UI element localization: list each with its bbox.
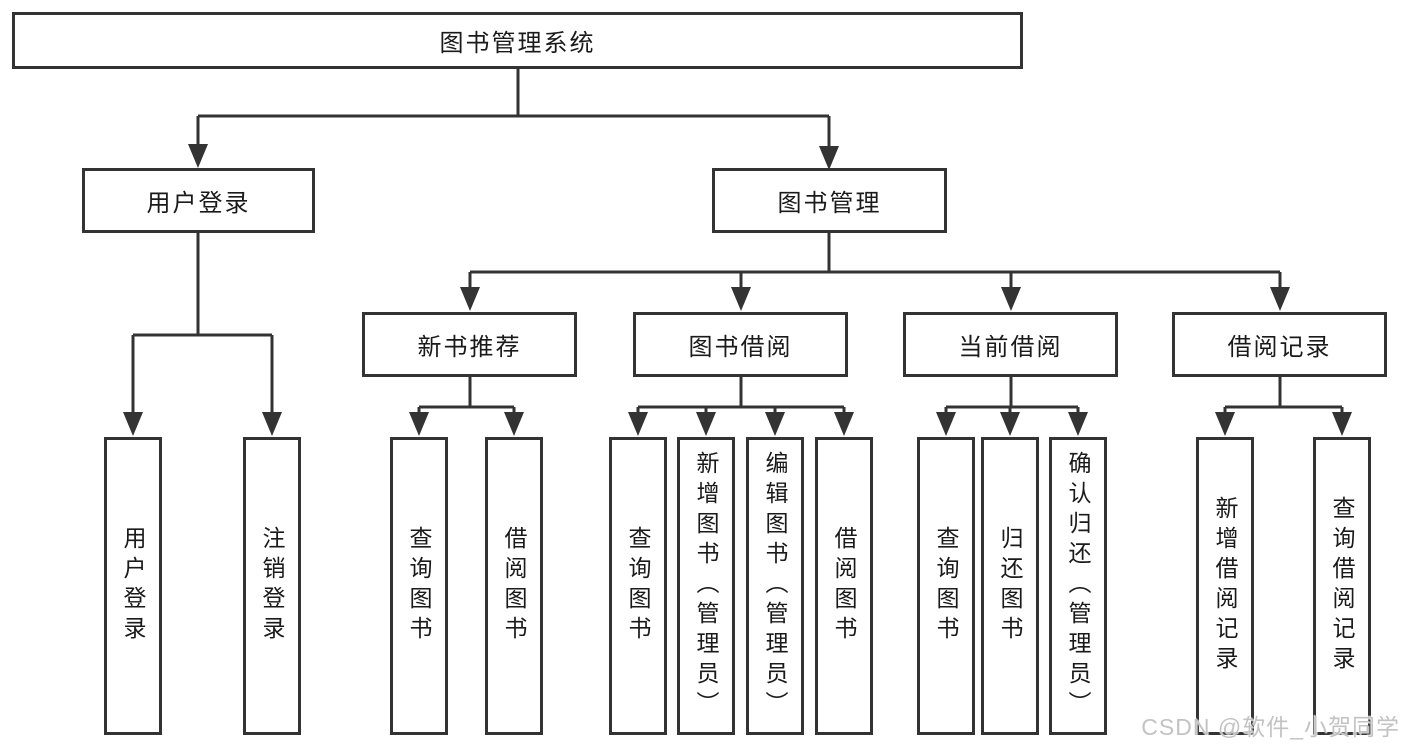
watermark: CSDN @软件_小贺同学 xyxy=(1141,714,1400,740)
leaf-query-books-under-current: 查询图书 xyxy=(917,437,975,735)
leaf-query-borrow-record-label: 查询借阅记录 xyxy=(1329,496,1355,676)
leaf-borrow-books-under-recommend-label: 借阅图书 xyxy=(501,526,527,646)
node-borrow-record-label: 借阅记录 xyxy=(1227,334,1332,361)
leaf-query-books-under-recommend-label: 查询图书 xyxy=(406,526,432,646)
leaf-logout: 注销登录 xyxy=(243,437,301,735)
node-current-borrow: 当前借阅 xyxy=(903,312,1118,377)
node-book-borrow: 图书借阅 xyxy=(633,312,848,377)
leaf-edit-books-admin: 编辑图书（管理员） xyxy=(746,437,804,735)
leaf-query-books-under-borrow: 查询图书 xyxy=(609,437,667,735)
arrowhead-path xyxy=(123,144,1352,436)
node-user-login: 用户登录 xyxy=(82,168,315,233)
leaf-add-books-admin-label: 新增图书（管理员） xyxy=(693,451,719,721)
node-user-login-label: 用户登录 xyxy=(146,190,251,217)
node-new-book-recommend: 新书推荐 xyxy=(362,312,577,377)
leaf-confirm-return-admin: 确认归还（管理员） xyxy=(1049,437,1107,735)
leaf-query-books-under-recommend: 查询图书 xyxy=(390,437,448,735)
leaf-return-books-label: 归还图书 xyxy=(997,526,1023,646)
leaf-user-login: 用户登录 xyxy=(104,437,162,735)
leaf-query-borrow-record: 查询借阅记录 xyxy=(1313,437,1371,735)
node-book-borrow-label: 图书借阅 xyxy=(688,334,793,361)
node-book-management-label: 图书管理 xyxy=(777,190,882,217)
leaf-return-books: 归还图书 xyxy=(981,437,1039,735)
leaf-add-borrow-record: 新增借阅记录 xyxy=(1196,437,1254,735)
node-borrow-record: 借阅记录 xyxy=(1172,312,1387,377)
leaf-query-books-under-current-label: 查询图书 xyxy=(933,526,959,646)
node-current-borrow-label: 当前借阅 xyxy=(958,334,1063,361)
leaf-add-books-admin: 新增图书（管理员） xyxy=(677,437,735,735)
connector-line-path xyxy=(131,68,1344,414)
leaf-borrow-books-under-recommend: 借阅图书 xyxy=(485,437,543,735)
node-book-management: 图书管理 xyxy=(712,168,947,233)
leaf-borrow-books-under-borrow-label: 借阅图书 xyxy=(831,526,857,646)
leaf-edit-books-admin-label: 编辑图书（管理员） xyxy=(762,451,788,721)
leaf-logout-label: 注销登录 xyxy=(259,526,285,646)
node-root-label: 图书管理系统 xyxy=(439,30,596,57)
leaf-user-login-label: 用户登录 xyxy=(120,526,146,646)
node-new-book-recommend-label: 新书推荐 xyxy=(417,334,522,361)
leaf-borrow-books-under-borrow: 借阅图书 xyxy=(815,437,873,735)
leaf-add-borrow-record-label: 新增借阅记录 xyxy=(1212,496,1238,676)
leaf-query-books-under-borrow-label: 查询图书 xyxy=(625,526,651,646)
node-root: 图书管理系统 xyxy=(12,12,1023,69)
leaf-confirm-return-admin-label: 确认归还（管理员） xyxy=(1065,451,1091,721)
